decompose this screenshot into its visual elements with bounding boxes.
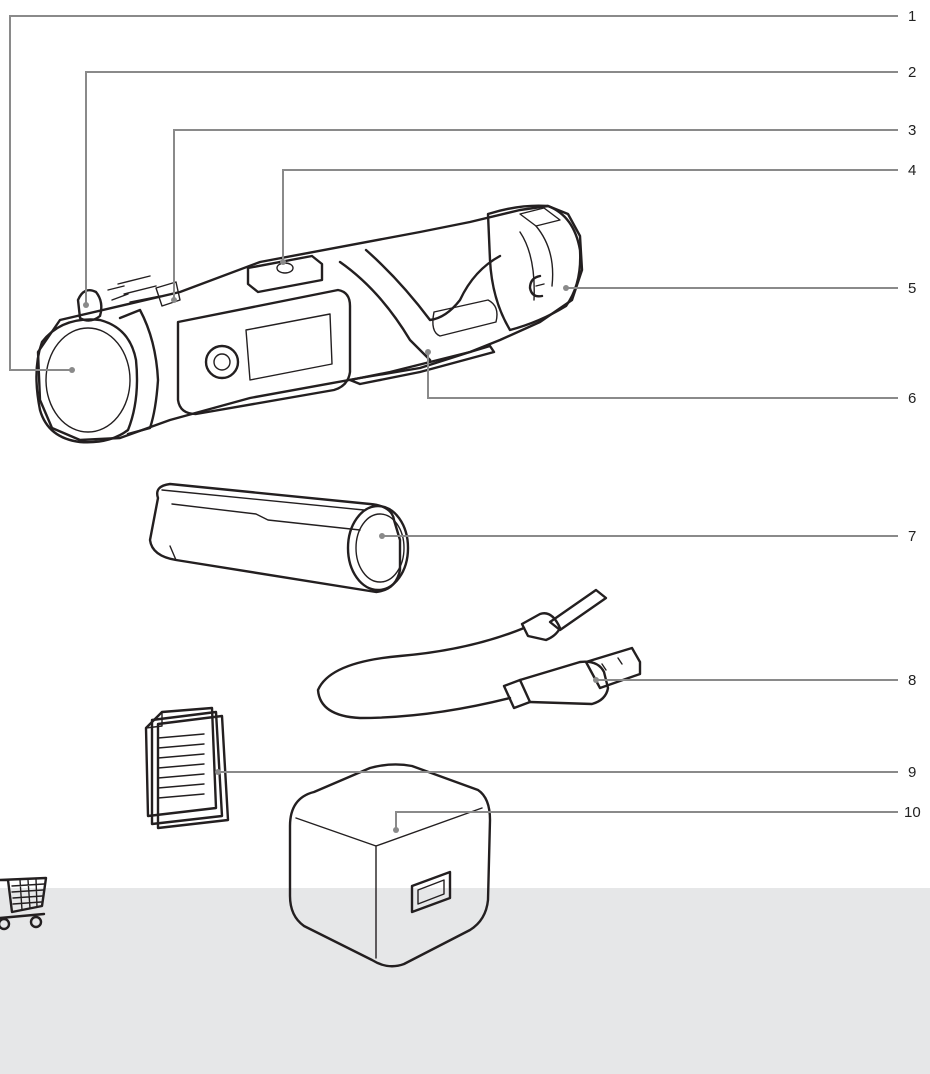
leader-line-2 <box>83 71 898 308</box>
leader-line-4 <box>280 169 898 265</box>
leader-line-10 <box>393 811 898 833</box>
shopping-cart-icon <box>0 876 48 931</box>
callout-number-4: 4 <box>908 162 916 179</box>
callout-number-1: 1 <box>908 8 916 25</box>
wall-adapter-illustration <box>288 763 492 968</box>
battery-illustration <box>148 482 410 594</box>
leader-line-7 <box>379 533 898 539</box>
callout-number-2: 2 <box>908 64 916 81</box>
callout-number-3: 3 <box>908 122 916 139</box>
callout-number-7: 7 <box>908 528 916 545</box>
callout-number-6: 6 <box>908 390 916 407</box>
usb-cable-illustration <box>316 588 642 720</box>
callout-number-5: 5 <box>908 280 916 297</box>
leader-line-1 <box>9 15 898 373</box>
callout-number-10: 10 <box>904 804 921 821</box>
leader-line-9 <box>215 769 898 775</box>
leader-line-5 <box>563 285 898 291</box>
flashlight-illustration <box>35 204 584 444</box>
leader-line-6 <box>425 349 898 399</box>
callout-number-8: 8 <box>908 672 916 689</box>
package-contents-band <box>0 888 930 1074</box>
leader-line-8 <box>593 677 898 683</box>
manual-illustration <box>144 706 230 830</box>
leader-line-3 <box>171 129 898 303</box>
callout-number-9: 9 <box>908 764 916 781</box>
